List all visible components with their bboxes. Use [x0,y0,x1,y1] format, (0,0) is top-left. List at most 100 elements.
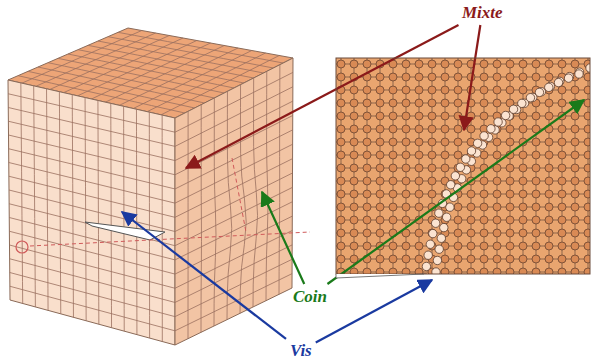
atom [571,125,579,133]
lattice-line [10,273,175,317]
callout-label: Coin [293,288,327,305]
atom [402,255,410,263]
atom [376,125,384,133]
leader-arrow [122,212,286,339]
atom [584,177,590,185]
dislocation-atom [456,163,464,171]
atom [350,268,358,274]
dislocation-atom [432,268,440,274]
atom [558,229,566,237]
lattice-line [175,274,292,331]
atom [558,203,566,211]
atom [519,242,527,250]
atom [428,60,436,68]
atom [376,73,384,81]
dislocation-atom [586,64,590,72]
atom [532,164,540,172]
atom [558,164,566,172]
atom [584,86,590,94]
atom [493,190,501,198]
dislocation-atom [451,172,459,180]
dislocation-atom [473,139,481,147]
atom [519,60,527,68]
atom [441,125,449,133]
atom [376,177,384,185]
atom [467,255,475,263]
atom [389,138,397,146]
atom [337,99,345,107]
atom [545,190,553,198]
atom [363,138,371,146]
atom [428,190,436,198]
atom [376,203,384,211]
atom [389,151,397,159]
leader-arrow [186,25,458,168]
atom [350,190,358,198]
atom [571,242,579,250]
dislocation-atom [494,118,502,126]
atom [402,242,410,250]
lattice-line [175,187,292,245]
atom [363,125,371,133]
atom [363,216,371,224]
atom [415,99,423,107]
atom [480,177,488,185]
dislocation-atom [431,219,439,227]
atom [506,125,514,133]
atom [415,242,423,250]
atom [545,138,553,146]
atom [467,203,475,211]
atom [545,112,553,120]
atom [350,229,358,237]
atom [415,177,423,185]
atom [558,60,566,68]
atom [441,86,449,94]
atom [571,268,579,274]
atom [506,190,514,198]
atom [454,99,462,107]
atom [467,125,475,133]
atom [441,164,449,172]
atom [389,190,397,198]
dislocation-atom [435,209,443,217]
atom [350,242,358,250]
atom [519,86,527,94]
atom [584,242,590,250]
atom [545,216,553,224]
atom [480,60,488,68]
atom [519,177,527,185]
dislocation-atom [564,74,572,82]
lattice-line [175,231,292,289]
atom [584,203,590,211]
atom [584,190,590,198]
atom [389,268,397,274]
atom [441,138,449,146]
atom [363,112,371,120]
atom [532,177,540,185]
atom [402,268,410,274]
lattice-line [175,245,292,303]
atom [337,229,345,237]
axis-line [30,232,310,246]
atom [441,99,449,107]
atom [506,216,514,224]
atom-plane [336,58,590,274]
atom [402,190,410,198]
atom [493,60,501,68]
atom [363,242,371,250]
dislocation-atom [424,251,432,259]
atom [545,151,553,159]
atom [532,190,540,198]
atom [480,73,488,81]
lattice-line [175,173,293,232]
atom [545,73,553,81]
atom [350,177,358,185]
atom [441,112,449,120]
atom [337,125,345,133]
atom [558,190,566,198]
atom [519,125,527,133]
atom [389,177,397,185]
atom [506,138,514,146]
atom [415,229,423,237]
atom [532,203,540,211]
